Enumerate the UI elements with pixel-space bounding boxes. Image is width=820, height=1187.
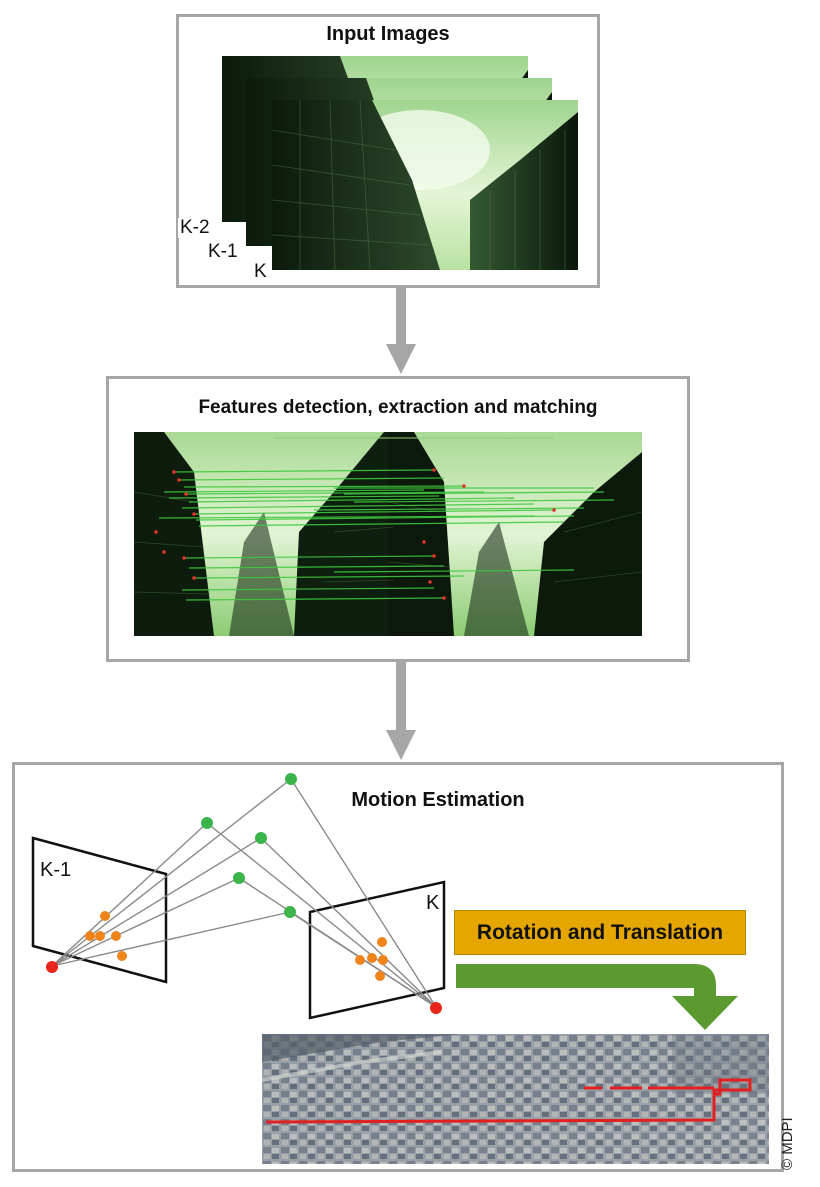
input-images-title: Input Images bbox=[326, 23, 450, 45]
frame-k bbox=[271, 99, 578, 271]
flow-arrow bbox=[456, 964, 738, 1030]
image-plane-k-1 bbox=[31, 836, 168, 984]
rotation-translation-badge: Rotation and Translation bbox=[454, 910, 746, 955]
aerial-trajectory-map bbox=[262, 1034, 769, 1164]
connector-arrow-1 bbox=[386, 288, 416, 374]
world-points bbox=[201, 773, 297, 918]
frame-label-k-2: K-2 bbox=[178, 217, 212, 238]
motion-estimation-title: Motion Estimation bbox=[351, 789, 525, 811]
copyright-credit: © MDPI bbox=[779, 1117, 796, 1170]
input-image-stack bbox=[222, 56, 578, 271]
camera-centers bbox=[46, 961, 442, 1014]
frame-label-k: K bbox=[252, 261, 269, 282]
features-title: Features detection, extraction and match… bbox=[198, 397, 598, 418]
epipolar-geometry-diagram bbox=[31, 773, 446, 1020]
connector-arrow-2 bbox=[386, 662, 416, 760]
projection-rays bbox=[51, 778, 437, 1008]
camera-label-k-1: K-1 bbox=[40, 859, 72, 881]
image-points-k-1 bbox=[85, 911, 127, 961]
trajectory-path bbox=[265, 1078, 752, 1124]
feature-matching-image bbox=[134, 432, 642, 636]
frame-label-k-1: K-1 bbox=[206, 241, 240, 262]
camera-label-k: K bbox=[426, 892, 440, 914]
image-points-k bbox=[355, 937, 388, 981]
